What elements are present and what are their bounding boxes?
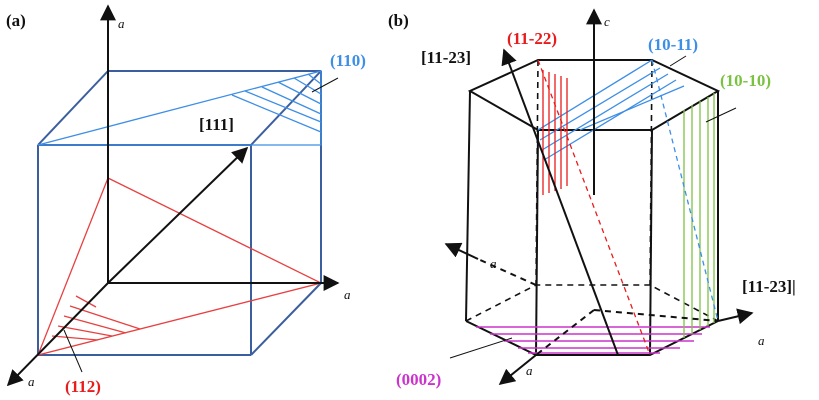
- hatch-line: [307, 73, 322, 85]
- hatch-line: [293, 77, 322, 95]
- hatch-line: [579, 85, 685, 131]
- direction-11-23-right-label: [11-23]|: [742, 277, 796, 296]
- prism-edge: [649, 129, 653, 356]
- hatch-line: [261, 86, 322, 115]
- axis-a-front-hidden: [535, 309, 595, 356]
- plane-110-outline: [37, 70, 322, 146]
- direction-111-label: [111]: [199, 115, 234, 134]
- panel-a: (a): [6, 4, 366, 396]
- plane-110-label: (110): [330, 51, 366, 70]
- axis-a-front: [6, 282, 109, 387]
- cube-edge: [37, 70, 109, 146]
- hex-axes: [444, 8, 754, 386]
- axis-a-left-label: a: [490, 256, 497, 271]
- bottom-back-edges: [465, 284, 719, 322]
- plane-11-22-label: (11-22): [507, 29, 557, 48]
- plane-10-10-label: (10-10): [720, 71, 771, 90]
- panel-b-label: (b): [388, 11, 409, 30]
- hatch-line: [244, 90, 322, 123]
- plane-11-22: [537, 59, 651, 356]
- plane-0002-label: (0002): [396, 370, 441, 389]
- plane-112-outline: [36, 177, 323, 356]
- hatch-line: [231, 94, 322, 133]
- plane-10-11-pointer: [669, 55, 687, 67]
- panel-b: (b): [388, 8, 796, 389]
- axis-a-right-hidden: [593, 309, 719, 322]
- bottom-front-edges: [465, 320, 719, 356]
- hatch-line: [539, 67, 661, 141]
- axis-a-front: [498, 354, 537, 386]
- axis-a-left: [444, 242, 479, 260]
- hatch-line: [75, 295, 97, 308]
- prism-edge: [535, 129, 539, 356]
- axis-a-top-label: a: [118, 16, 125, 31]
- axis-a-right: [717, 308, 754, 325]
- direction-11-23-left-label: [11-23]: [421, 48, 471, 67]
- plane-110-pointer: [311, 77, 339, 93]
- hatch-line: [277, 81, 322, 105]
- hatch-line: [543, 79, 677, 161]
- axis-a-right-label: a: [758, 333, 765, 348]
- axis-c-label: c: [604, 14, 610, 29]
- prism-edges: [465, 90, 719, 356]
- axis-a-right-label: a: [344, 287, 351, 302]
- hatch-line: [57, 325, 113, 337]
- cube-axes: [6, 4, 340, 387]
- panel-a-label: (a): [6, 11, 26, 30]
- plane-0002-pointer: [449, 337, 513, 359]
- plane-10-10-pointer: [705, 107, 737, 123]
- direction-11-23-arrow: [501, 48, 619, 356]
- plane-10-11: [537, 59, 719, 322]
- hatch-line: [51, 335, 99, 341]
- axis-a-left-hidden: [477, 258, 537, 286]
- axis-a-front-label: a: [28, 374, 35, 389]
- hatch-line: [69, 305, 141, 330]
- hexagon-bottom: [465, 284, 719, 356]
- plane-112-label: (112): [65, 377, 101, 396]
- plane-112: [36, 177, 323, 356]
- prism-edge: [465, 90, 471, 322]
- plane-0002: [476, 326, 710, 354]
- hidden-edges: [535, 59, 653, 286]
- plane-112-pointer: [63, 329, 83, 373]
- direction-111-arrow: [107, 146, 249, 284]
- hatch-line: [63, 315, 127, 334]
- cube-edge: [250, 282, 322, 356]
- plane-110: [37, 70, 322, 146]
- hidden-edge: [649, 59, 653, 286]
- hatch-line: [541, 73, 669, 151]
- plane-10-11-label: (10-11): [648, 35, 698, 54]
- axis-a-front-label: a: [526, 363, 533, 378]
- plane-edge-dashed: [537, 59, 651, 356]
- hidden-edge: [535, 59, 539, 286]
- plane-10-10: [683, 93, 715, 338]
